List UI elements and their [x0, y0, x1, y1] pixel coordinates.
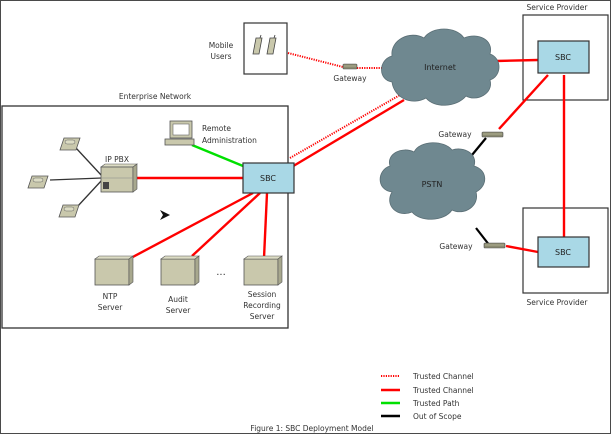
remote-administration: Remote Administration — [164, 120, 257, 146]
legend-item-trusted-path: Trusted Path — [381, 399, 460, 408]
service-provider-bottom-zone — [522, 207, 609, 294]
legend: Trusted Channel Trusted Channel Trusted … — [381, 372, 474, 421]
legend-label: Trusted Channel — [412, 386, 474, 395]
enterprise-network-label: Enterprise Network — [119, 92, 192, 101]
sp-bottom-sbc: SBC — [537, 236, 590, 268]
ip-pbx-label: IP PBX — [105, 155, 129, 164]
recording-server-label-line2: Recording — [243, 301, 281, 310]
ntp-server-label-line2: Server — [98, 303, 124, 312]
legend-label: Out of Scope — [413, 412, 462, 421]
server-icon — [94, 255, 134, 286]
figure-caption: Figure 1: SBC Deployment Model — [250, 424, 373, 433]
mobile-phone-icon — [266, 34, 277, 55]
gateway-pstn-bottom: Gateway — [439, 242, 506, 251]
gateway-icon — [483, 242, 506, 249]
internet-label: Internet — [424, 63, 456, 72]
link-sp-top-sbc-to-gateway — [498, 74, 549, 130]
server-icon — [160, 255, 200, 286]
server-icon — [243, 255, 283, 286]
mobile-users-label-line1: Mobile — [209, 41, 234, 50]
legend-item-trusted-channel: Trusted Channel — [381, 386, 474, 395]
ntp-server-label-line1: NTP — [103, 292, 118, 301]
recording-server-label-line3: Server — [250, 312, 276, 321]
remote-admin-label-line1: Remote — [202, 124, 231, 133]
link-sbc-to-recording — [262, 192, 269, 259]
computer-icon — [164, 120, 195, 146]
enterprise-sbc-label: SBC — [260, 174, 276, 183]
link-phone3-to-pbx — [76, 179, 103, 208]
link-mobile-to-gateway — [287, 52, 344, 68]
link-gateway-to-sp-bottom-sbc — [505, 244, 539, 254]
service-provider-bottom-label: Service Provider — [527, 298, 589, 307]
gateway-pstn-top: Gateway — [438, 130, 504, 139]
pbx-icon — [100, 163, 138, 193]
sp-bottom-sbc-label: SBC — [555, 248, 571, 257]
legend-item-out-of-scope: Out of Scope — [381, 412, 462, 421]
service-provider-top-zone — [522, 14, 609, 101]
audit-server: Audit Server — [160, 255, 200, 315]
remote-admin-label-line2: Administration — [202, 136, 257, 145]
legend-label: Trusted Channel — [412, 372, 474, 381]
legend-item-trusted-channel-dotted: Trusted Channel — [381, 372, 474, 381]
phone-icon — [59, 137, 81, 151]
link-gateway-to-pstn-top — [471, 137, 487, 156]
sp-top-sbc-label: SBC — [555, 53, 571, 62]
link-internet-to-sp-top-sbc — [495, 58, 539, 63]
session-recording-server: Session Recording Server — [243, 255, 283, 321]
pstn-label: PSTN — [422, 180, 443, 189]
phone-icon — [27, 175, 49, 189]
more-servers-ellipsis: ... — [216, 267, 226, 278]
link-sbc-internet-dotted — [289, 94, 401, 159]
gateway-internet: Gateway — [333, 63, 367, 83]
phone-icon — [58, 204, 80, 218]
internet-cloud: Internet — [381, 28, 500, 106]
enterprise-network-zone — [1, 105, 289, 329]
pstn-cloud: PSTN — [379, 142, 486, 220]
gateway-internet-label: Gateway — [333, 74, 367, 83]
cursor-icon — [160, 210, 170, 220]
link-admin-to-sbc — [191, 143, 244, 168]
service-provider-top-label: Service Provider — [527, 3, 589, 12]
mobile-phone-icon — [252, 34, 263, 55]
audit-server-label-line1: Audit — [168, 295, 188, 304]
link-phone1-to-pbx — [75, 147, 103, 177]
audit-server-label-line2: Server — [166, 306, 192, 315]
link-sbc-to-audit — [191, 192, 261, 257]
recording-server-label-line1: Session — [248, 290, 277, 299]
legend-label: Trusted Path — [412, 399, 460, 408]
ip-pbx: IP PBX — [100, 155, 138, 193]
gateway-pstn-top-label: Gateway — [438, 130, 472, 139]
link-phone2-to-pbx — [49, 177, 103, 181]
sp-top-sbc: SBC — [537, 40, 590, 74]
link-sbc-to-ntp — [128, 191, 254, 261]
gateway-icon — [481, 131, 504, 138]
gateway-pstn-bottom-label: Gateway — [439, 242, 473, 251]
mobile-users: Mobile Users — [209, 22, 288, 75]
gateway-icon — [342, 63, 358, 70]
enterprise-sbc: SBC — [242, 162, 295, 194]
link-sbc-to-internet — [289, 98, 405, 170]
mobile-users-label-line2: Users — [210, 52, 231, 61]
ntp-server: NTP Server — [94, 255, 134, 312]
